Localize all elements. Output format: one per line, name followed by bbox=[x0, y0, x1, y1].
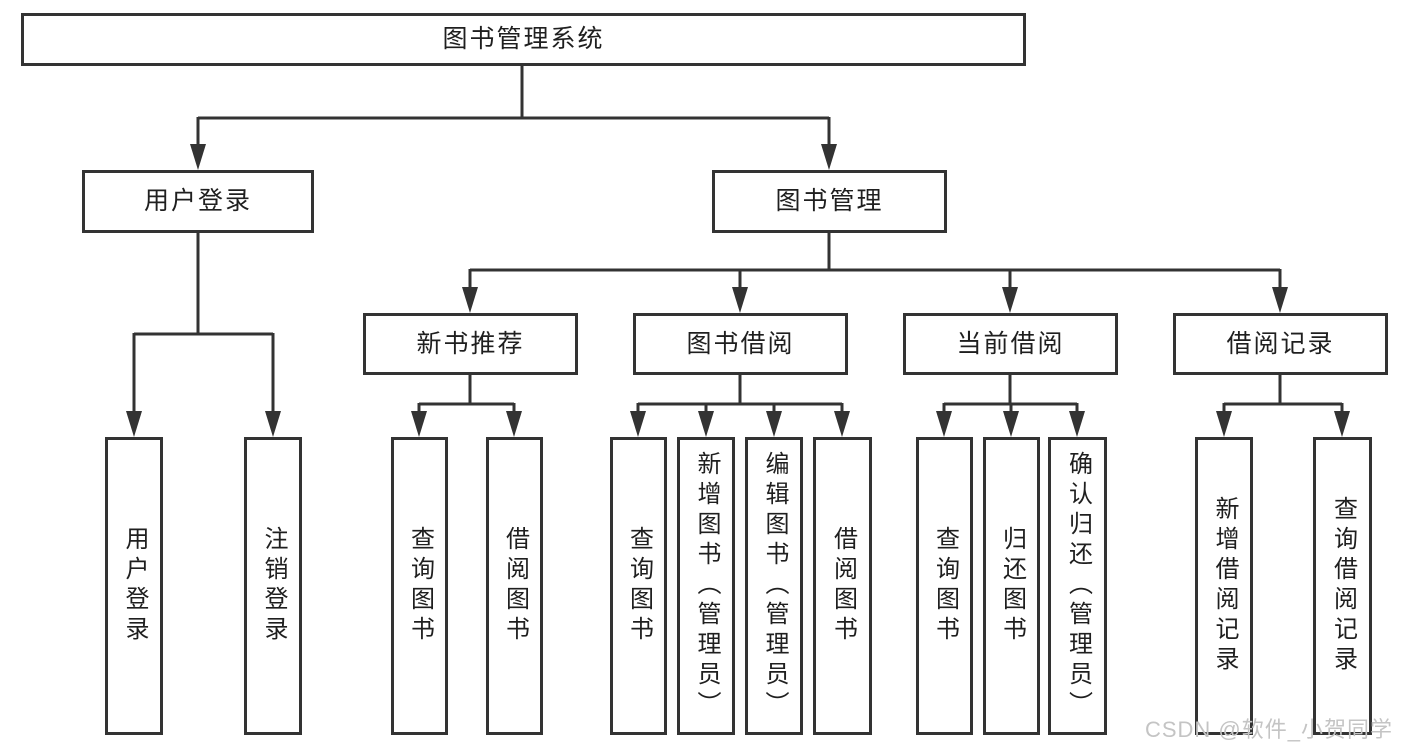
leaf-confirm-return-admin: 确认归还（管理员） bbox=[1048, 437, 1107, 735]
leaf-query-books-current: 查询图书 bbox=[916, 437, 973, 735]
node-root-library-system: 图书管理系统 bbox=[21, 13, 1026, 66]
leaf-label: 查询图书 bbox=[931, 526, 959, 646]
leaf-label: 新增图书（管理员） bbox=[693, 451, 720, 721]
node-label: 图书借阅 bbox=[686, 329, 795, 358]
node-label: 用户登录 bbox=[143, 187, 252, 215]
node-label: 当前借阅 bbox=[956, 329, 1065, 358]
leaf-return-books: 归还图书 bbox=[983, 437, 1040, 735]
leaf-label: 归还图书 bbox=[998, 526, 1026, 646]
node-label: 图书管理 bbox=[775, 187, 884, 215]
leaf-query-borrow-record: 查询借阅记录 bbox=[1313, 437, 1372, 735]
leaf-query-books-borrow: 查询图书 bbox=[610, 437, 667, 735]
leaf-label: 借阅图书 bbox=[829, 526, 857, 646]
leaf-user-login: 用户登录 bbox=[105, 437, 163, 735]
leaf-label: 用户登录 bbox=[121, 526, 148, 646]
leaf-borrow-books-recommend: 借阅图书 bbox=[486, 437, 543, 735]
node-borrow-records: 借阅记录 bbox=[1173, 313, 1388, 375]
node-label: 新书推荐 bbox=[416, 329, 525, 358]
leaf-edit-books-admin: 编辑图书（管理员） bbox=[745, 437, 803, 735]
leaf-label: 新增借阅记录 bbox=[1211, 496, 1238, 676]
leaf-label: 确认归还（管理员） bbox=[1064, 451, 1092, 721]
leaf-label: 注销登录 bbox=[260, 526, 287, 646]
leaf-label: 编辑图书（管理员） bbox=[761, 451, 788, 721]
node-user-login: 用户登录 bbox=[82, 170, 314, 233]
node-new-book-recommend: 新书推荐 bbox=[363, 313, 578, 375]
leaf-logout: 注销登录 bbox=[244, 437, 302, 735]
leaf-label: 借阅图书 bbox=[501, 526, 529, 646]
leaf-borrow-books: 借阅图书 bbox=[813, 437, 872, 735]
node-current-borrow: 当前借阅 bbox=[903, 313, 1118, 375]
node-book-management: 图书管理 bbox=[712, 170, 947, 233]
leaf-add-books-admin: 新增图书（管理员） bbox=[677, 437, 735, 735]
watermark: CSDN @软件_小贺同学 bbox=[1144, 717, 1393, 742]
node-book-borrow: 图书借阅 bbox=[633, 313, 848, 375]
node-label: 借阅记录 bbox=[1226, 329, 1335, 358]
leaf-label: 查询借阅记录 bbox=[1329, 496, 1357, 676]
leaf-label: 查询图书 bbox=[625, 526, 653, 646]
leaf-label: 查询图书 bbox=[406, 526, 434, 646]
node-label: 图书管理系统 bbox=[442, 25, 605, 53]
leaf-query-books-recommend: 查询图书 bbox=[391, 437, 448, 735]
leaf-add-borrow-record: 新增借阅记录 bbox=[1195, 437, 1253, 735]
